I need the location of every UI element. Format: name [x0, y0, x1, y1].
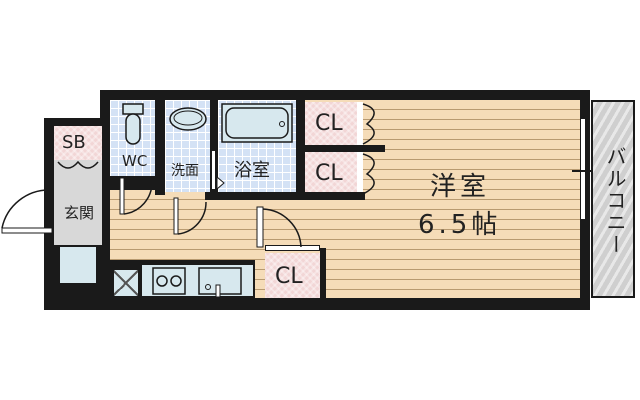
closet-lower-label: CL	[275, 264, 303, 289]
shoe-box-doors-icon[interactable]	[54, 160, 102, 190]
toilet-icon	[122, 103, 144, 145]
closet-lower: CL	[265, 253, 320, 298]
wall-cl-divider	[305, 145, 385, 152]
wc-door-icon[interactable]	[118, 176, 158, 216]
shoe-box: SB	[54, 126, 102, 160]
bath-sliding-door[interactable]	[211, 150, 216, 190]
wall-wet-bottom	[205, 192, 365, 200]
toilet-room: WC	[110, 100, 155, 176]
washing-machine-icon	[112, 268, 140, 298]
kitchen-counter	[140, 263, 255, 298]
toilet-room-name: WC	[122, 152, 148, 170]
closet-lower-wall	[320, 248, 326, 300]
washroom-name: 洗面	[171, 163, 199, 179]
closet-upper-label: CL	[315, 111, 343, 136]
wall-bath-cl	[296, 100, 305, 195]
wall-wc-wash	[155, 100, 165, 195]
washroom-door-icon[interactable]	[172, 196, 212, 236]
stove-icon	[152, 267, 186, 295]
entrance: 玄関	[54, 160, 102, 245]
washbasin-icon	[169, 107, 207, 131]
balcony-window[interactable]	[580, 118, 586, 220]
shoe-box-label: SB	[62, 132, 86, 153]
bathtub-icon	[221, 103, 293, 143]
sink-icon	[198, 267, 242, 298]
closet-doors-icon[interactable]	[357, 100, 387, 196]
entrance-door-icon[interactable]	[0, 188, 56, 238]
western-room-size: 6.5帖	[418, 210, 502, 240]
bathroom-name: 浴室	[234, 160, 270, 181]
balcony: バルコニー	[591, 100, 635, 298]
western-room-name: 洋室	[430, 172, 491, 202]
closet-lower-door[interactable]	[265, 245, 320, 251]
wall-wash-bath	[210, 100, 218, 192]
entrance-name: 玄関	[64, 204, 95, 222]
room-door-icon[interactable]	[255, 205, 305, 250]
closet-middle-label: CL	[315, 161, 343, 186]
fridge-space-icon	[58, 245, 98, 285]
arrow-icon	[216, 175, 225, 191]
window-handle	[572, 170, 594, 172]
closet-upper: CL	[305, 102, 357, 145]
balcony-label: バルコニー	[603, 146, 627, 256]
closet-middle: CL	[305, 152, 357, 195]
